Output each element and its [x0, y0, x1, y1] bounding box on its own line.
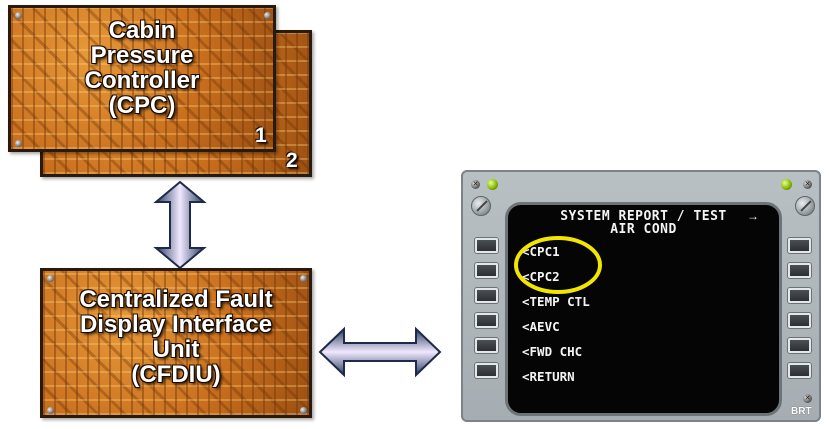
- lsk-right-3[interactable]: [788, 288, 811, 303]
- cpc-unit-1-label: 1: [255, 124, 267, 147]
- menu-item-aevc[interactable]: <AEVC: [522, 319, 560, 334]
- lsk-left-4[interactable]: [475, 313, 498, 328]
- cfdiu-title: Centralized Fault Display Interface Unit…: [43, 287, 309, 387]
- lsk-right-4[interactable]: [788, 313, 811, 328]
- brt-label: BRT: [791, 406, 812, 417]
- menu-item-fwd-chc[interactable]: <FWD CHC: [522, 344, 583, 359]
- next-page-arrow-icon: →: [747, 209, 759, 223]
- cpc-line-2: Pressure: [90, 42, 194, 69]
- cfdiu-line-4: (CFDIU): [131, 361, 221, 388]
- menu-item-cpc2[interactable]: <CPC2: [522, 269, 560, 284]
- cpc-line-3: Controller: [84, 67, 200, 94]
- mcdu-panel: ✕ ✕ SYSTEM REPORT / TEST → AIR COND <CPC…: [461, 170, 821, 422]
- lsk-right-2[interactable]: [788, 263, 811, 278]
- screw-icon: ✕: [803, 180, 812, 189]
- cpc-board-1: Cabin Pressure Controller (CPC) 1: [8, 5, 276, 152]
- left-adjust-knob[interactable]: [471, 196, 491, 216]
- vertical-double-arrow: [153, 180, 207, 270]
- indicator-led-right: [781, 179, 792, 190]
- lsk-left-6[interactable]: [475, 363, 498, 378]
- screen-title-line-1: SYSTEM REPORT / TEST: [508, 209, 779, 224]
- lsk-left-2[interactable]: [475, 263, 498, 278]
- cpc-unit-2-label: 2: [286, 149, 298, 172]
- menu-item-return[interactable]: <RETURN: [522, 369, 575, 384]
- lsk-left-5[interactable]: [475, 338, 498, 353]
- lsk-right-6[interactable]: [788, 363, 811, 378]
- screen-subtitle: AIR COND: [610, 222, 677, 237]
- menu-item-cpc1[interactable]: <CPC1: [522, 244, 560, 259]
- cfdiu-line-3: Unit: [152, 336, 200, 363]
- lsk-right-1[interactable]: [788, 238, 811, 253]
- cpc-line-4: (CPC): [108, 92, 176, 119]
- horizontal-double-arrow: [318, 326, 442, 378]
- lsk-left-3[interactable]: [475, 288, 498, 303]
- lsk-left-1[interactable]: [475, 238, 498, 253]
- screw-icon: ✕: [803, 394, 812, 403]
- cfdiu-line-1: Centralized Fault: [79, 286, 273, 313]
- indicator-led-left: [487, 179, 498, 190]
- highlight-circle: [514, 236, 602, 294]
- right-adjust-knob[interactable]: [795, 196, 815, 216]
- lsk-right-5[interactable]: [788, 338, 811, 353]
- cpc-line-1: Cabin: [108, 17, 176, 44]
- screw-icon: ✕: [471, 180, 480, 189]
- menu-item-temp-ctl[interactable]: <TEMP CTL: [522, 294, 590, 309]
- cfdiu-line-2: Display Interface: [79, 311, 273, 338]
- cfdiu-board: Centralized Fault Display Interface Unit…: [40, 268, 312, 418]
- screen-title: SYSTEM REPORT / TEST: [560, 209, 727, 224]
- mcdu-display: SYSTEM REPORT / TEST → AIR COND <CPC1 <C…: [505, 202, 782, 416]
- cpc-title: Cabin Pressure Controller (CPC): [11, 18, 273, 118]
